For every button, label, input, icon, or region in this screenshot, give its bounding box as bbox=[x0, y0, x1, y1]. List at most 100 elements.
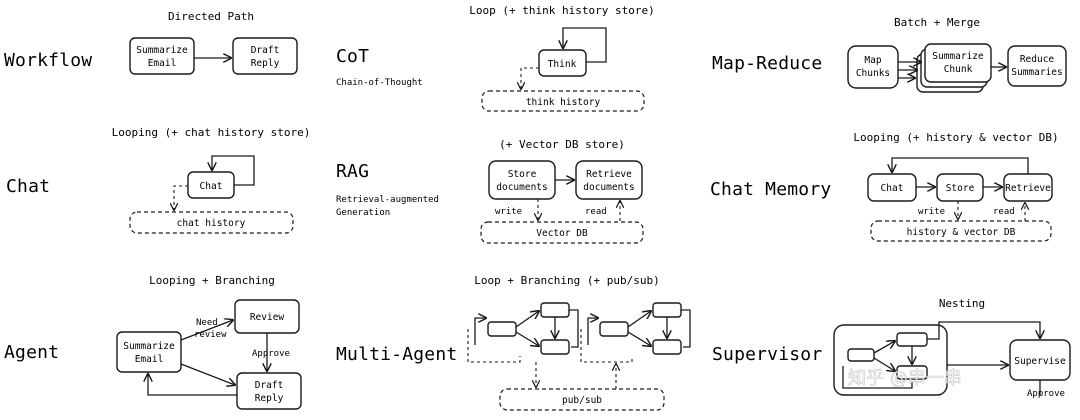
cm-loop-edge bbox=[892, 157, 1029, 174]
reduce-summaries-label-1: Reduce bbox=[1020, 54, 1055, 65]
rag-caption: (+ Vector DB store) bbox=[499, 138, 625, 151]
chat-store-edge bbox=[174, 185, 188, 210]
draft-reply-label-1: Draft bbox=[251, 45, 280, 56]
think-history-label: think history bbox=[526, 97, 601, 108]
chat-pattern: Chat Looping (+ chat history store) Chat… bbox=[6, 126, 311, 234]
agent-pattern: Agent Looping + Branching Summarize Emai… bbox=[4, 274, 302, 410]
rag-subtitle-2: Generation bbox=[336, 208, 390, 218]
rag-pattern: RAG Retrieval-augmented Generation (+ Ve… bbox=[336, 138, 644, 244]
nested-node-c bbox=[896, 365, 928, 380]
agent-edge-draft-back bbox=[148, 374, 237, 396]
draft-reply-node bbox=[232, 37, 298, 75]
chat-caption: Looping (+ chat history store) bbox=[112, 126, 311, 139]
summarize-email-label-2: Email bbox=[148, 58, 177, 69]
think-store-edge bbox=[521, 67, 539, 89]
supervisor-top-edge bbox=[927, 321, 1040, 340]
summarize-chunk-label-1: Summarize bbox=[932, 51, 984, 62]
rag-write-label: write bbox=[495, 207, 522, 217]
cm-read-label: read bbox=[993, 207, 1015, 217]
summarize-chunk-node bbox=[924, 43, 992, 83]
retrieve-documents-label-2: documents bbox=[583, 182, 634, 193]
summarize-chunk-label-2: Chunk bbox=[944, 64, 973, 75]
ma-right-dashed bbox=[580, 329, 633, 363]
chat-history-store bbox=[129, 211, 294, 234]
agent-edge-need-review bbox=[180, 320, 233, 341]
agent-summarize-label-2: Email bbox=[135, 354, 164, 365]
retrieve-documents-node bbox=[575, 160, 643, 200]
ma-right-node-a bbox=[599, 321, 629, 337]
supervisor-approve-label: Approve bbox=[1027, 389, 1065, 399]
store-documents-label-2: documents bbox=[496, 182, 547, 193]
watermark: 知乎 @串一串 bbox=[848, 368, 962, 389]
draft-reply-label-2: Reply bbox=[251, 58, 280, 69]
chat-memory-pattern: Chat Memory Looping (+ history & vector … bbox=[710, 131, 1059, 242]
map-reduce-pattern: Map-Reduce Batch + Merge Map Chunks Summ… bbox=[712, 16, 1067, 93]
ma-left-node-b bbox=[540, 302, 570, 318]
workflow-pattern: Workflow Directed Path Summarize Email D… bbox=[4, 10, 298, 75]
multi-agent-caption: Loop + Branching (+ pub/sub) bbox=[474, 274, 659, 287]
nested-edge-2 bbox=[873, 357, 895, 371]
map-chunks-label-2: Chunks bbox=[856, 68, 890, 79]
ma-right-node-b bbox=[652, 302, 682, 318]
agent-caption: Looping + Branching bbox=[149, 274, 275, 287]
supervise-label: Supervise bbox=[1014, 356, 1066, 367]
cm-retrieve-label: Retrieve bbox=[1005, 183, 1051, 194]
ma-right-edge-1 bbox=[627, 311, 651, 328]
cm-write-label: write bbox=[918, 207, 945, 217]
store-documents-node bbox=[488, 160, 556, 200]
map-reduce-caption: Batch + Merge bbox=[894, 16, 980, 29]
rag-read-label: read bbox=[585, 207, 607, 217]
workflow-title: Workflow bbox=[4, 50, 92, 71]
summarize-email-node bbox=[129, 37, 195, 75]
agent-draft-label-1: Draft bbox=[255, 380, 284, 391]
supervisor-pattern: Supervisor Nesting Supervise Approve 知乎 … bbox=[712, 297, 1071, 399]
supervisor-title: Supervisor bbox=[712, 344, 822, 365]
workflow-caption: Directed Path bbox=[168, 10, 254, 23]
agent-need-review-label-1: Need bbox=[196, 318, 218, 328]
rag-subtitle-1: Retrieval-augmented bbox=[336, 195, 439, 205]
ma-right-edge-4 bbox=[681, 309, 691, 348]
ma-right-edge-5 bbox=[587, 318, 598, 345]
agent-summarize-label-1: Summarize bbox=[123, 341, 175, 352]
nested-edge-4 bbox=[842, 366, 913, 389]
agent-draft-label-2: Reply bbox=[255, 393, 284, 404]
agent-edge-summarize-draft bbox=[180, 363, 235, 385]
summarize-email-label-1: Summarize bbox=[136, 45, 188, 56]
ma-left-edge-3 bbox=[515, 331, 539, 346]
store-documents-label-1: Store bbox=[508, 169, 537, 180]
agent-summarize-node bbox=[116, 331, 182, 373]
multi-agent-title: Multi-Agent bbox=[336, 344, 457, 365]
nested-node-b bbox=[896, 332, 928, 347]
reduce-summaries-node bbox=[1007, 45, 1067, 87]
reduce-summaries-label-2: Summaries bbox=[1011, 67, 1062, 78]
nested-edge-1 bbox=[873, 341, 895, 354]
ma-left-edge-4 bbox=[569, 309, 579, 348]
cm-store-label-text: history & vector DB bbox=[907, 227, 1016, 238]
nested-node-a bbox=[847, 348, 875, 362]
ma-left-edge-5 bbox=[474, 318, 486, 345]
cm-chat-label: Chat bbox=[881, 183, 904, 194]
map-reduce-title: Map-Reduce bbox=[712, 53, 822, 74]
chat-title: Chat bbox=[6, 176, 50, 197]
agent-approve-label: Approve bbox=[252, 349, 290, 359]
agent-review-label: Review bbox=[250, 312, 285, 323]
ma-right-node-c bbox=[652, 339, 682, 355]
cm-store bbox=[870, 220, 1052, 242]
pubsub-store bbox=[499, 388, 665, 411]
rag-title: RAG bbox=[336, 161, 369, 182]
retrieve-documents-label-1: Retrieve bbox=[586, 169, 632, 180]
think-loop-edge bbox=[563, 27, 607, 63]
ma-left-node-c bbox=[540, 339, 570, 355]
multi-agent-pattern: Multi-Agent Loop + Branching (+ pub/sub)… bbox=[336, 274, 691, 411]
ma-left-node-a bbox=[487, 321, 517, 337]
think-node bbox=[538, 49, 587, 77]
supervisor-caption: Nesting bbox=[939, 297, 985, 310]
vector-db-store bbox=[480, 221, 644, 244]
agent-title: Agent bbox=[4, 342, 59, 363]
cm-retrieve-node bbox=[1003, 173, 1053, 202]
cm-store-label: Store bbox=[946, 183, 975, 194]
ma-left-edge-1 bbox=[515, 311, 539, 328]
think-node-label: Think bbox=[548, 59, 577, 70]
chat-loop-edge bbox=[212, 155, 255, 186]
